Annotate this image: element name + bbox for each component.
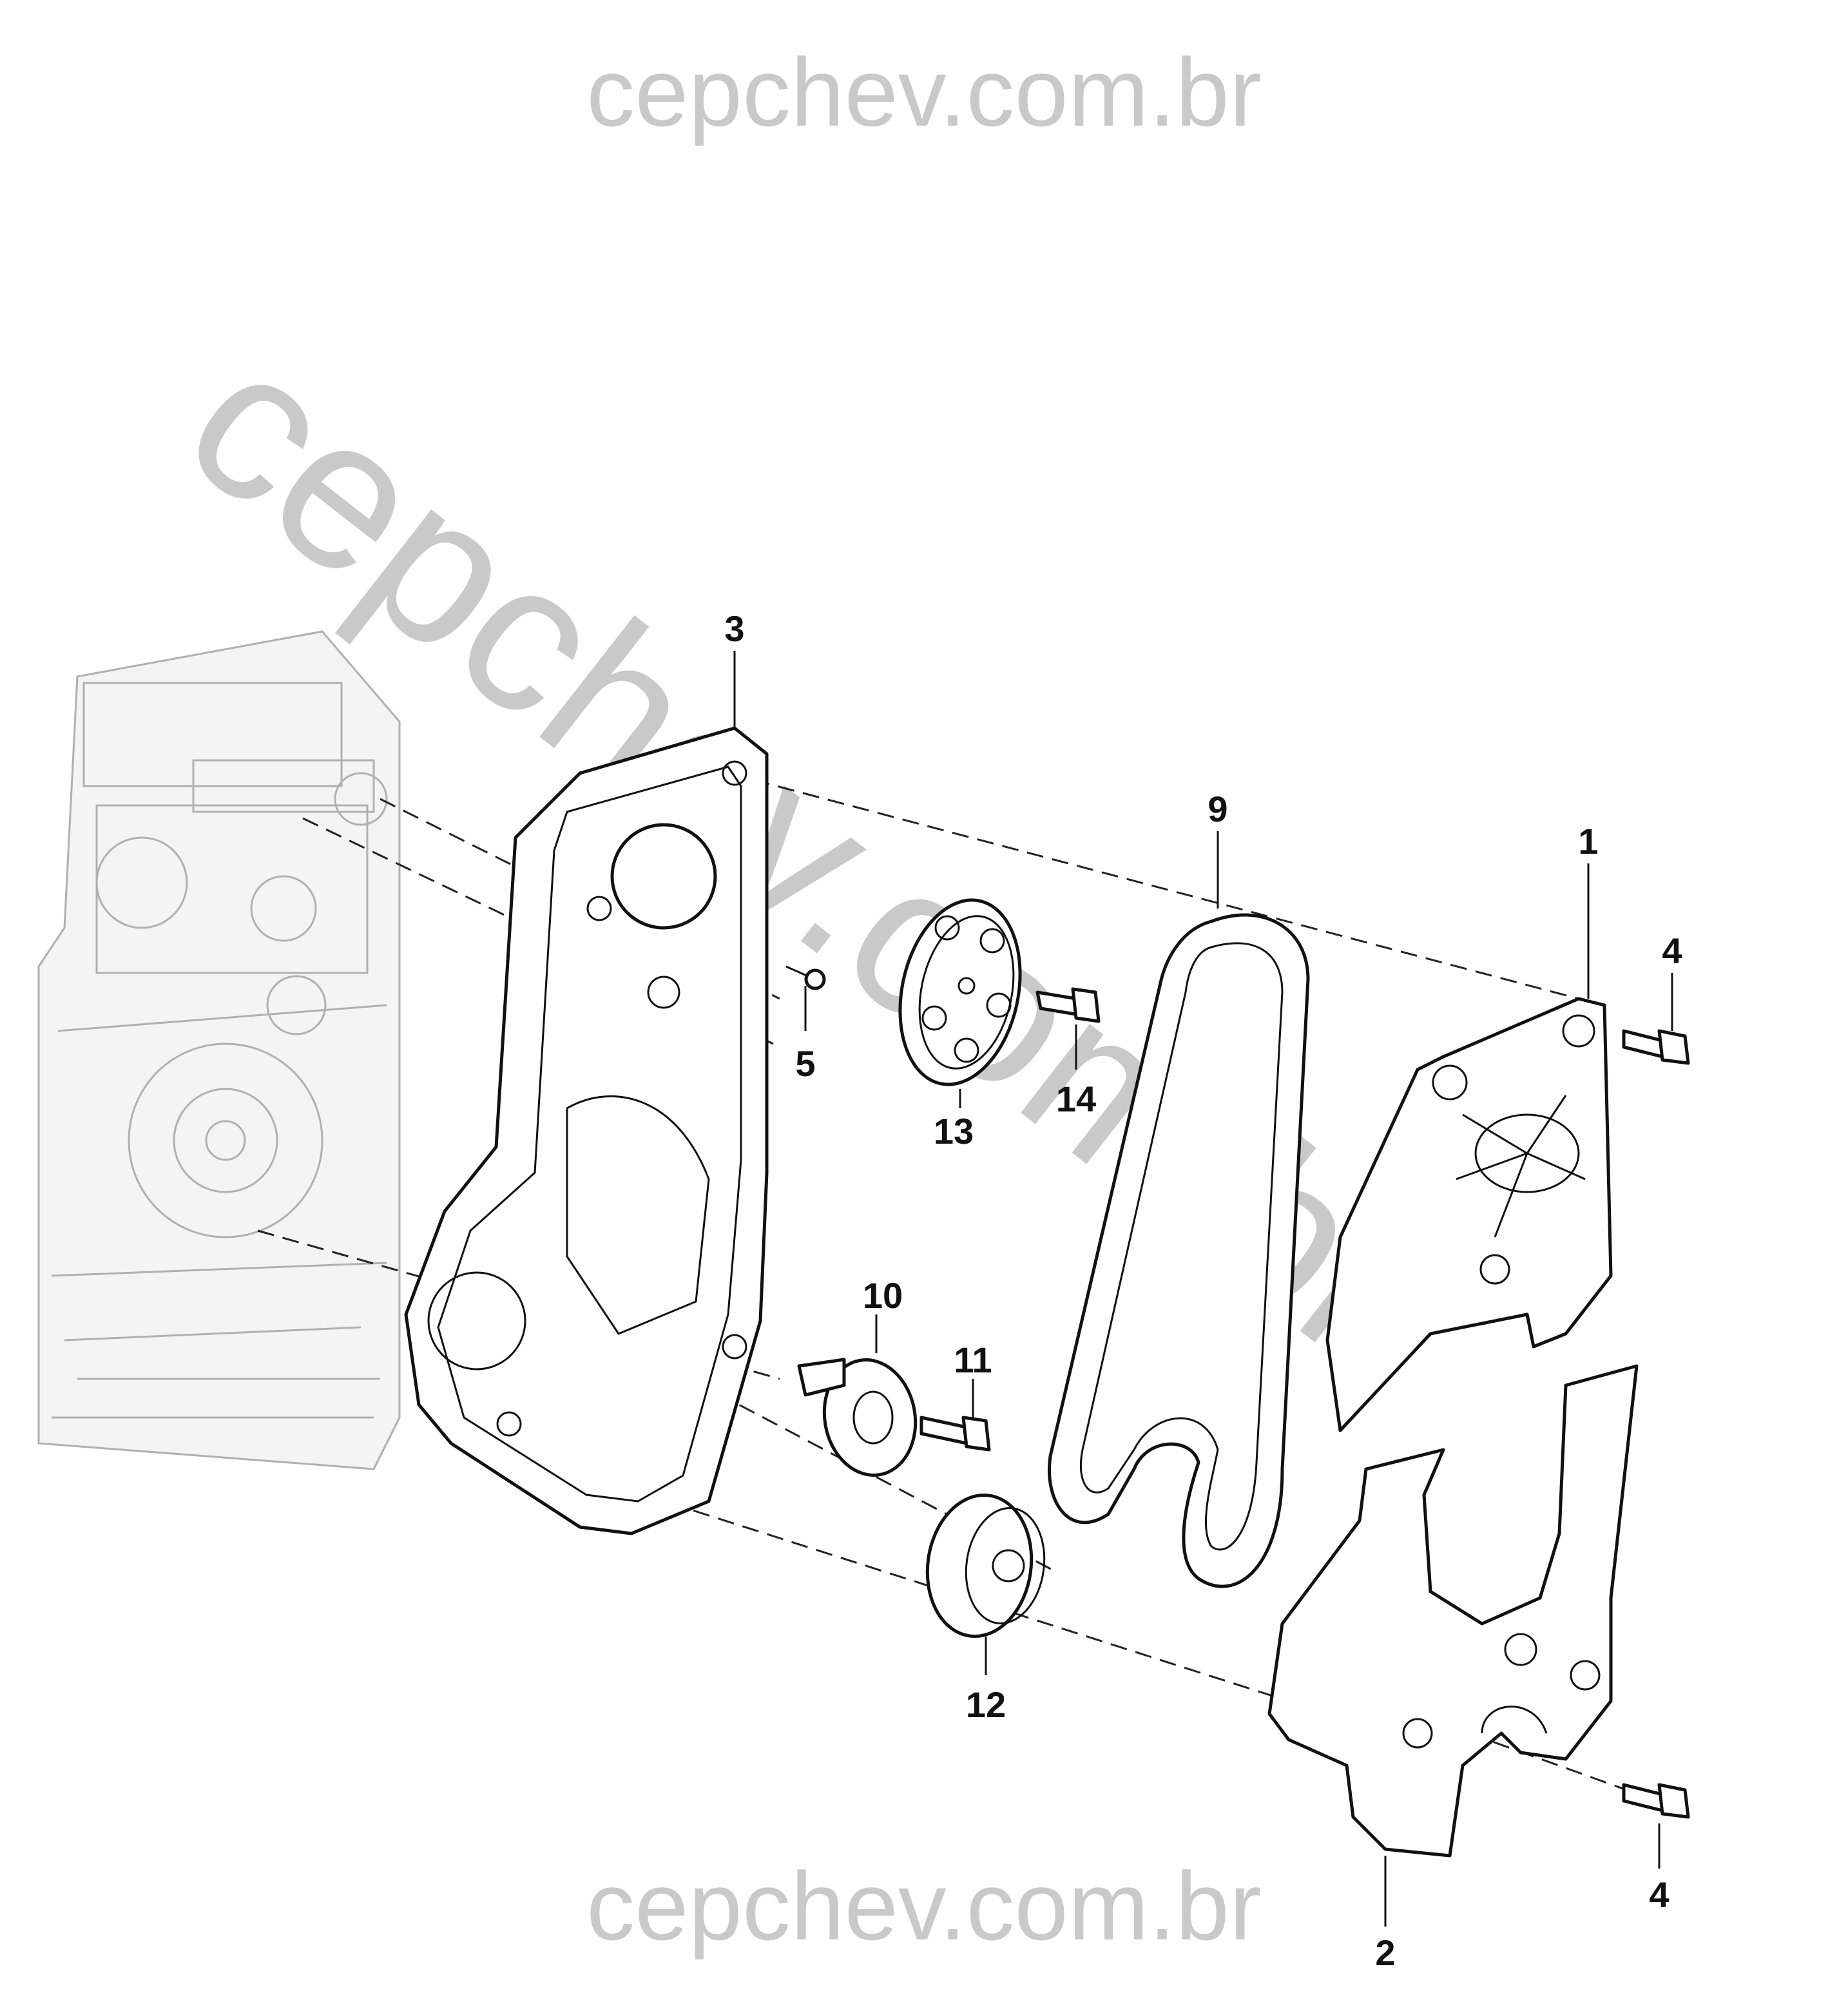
callout-1: 1: [1578, 821, 1598, 861]
callout-4-lower: 4: [1649, 1874, 1669, 1915]
camshaft-sprocket: [898, 898, 1022, 1086]
callout-3: 3: [724, 608, 744, 649]
tensioner-bolt: [919, 1416, 991, 1452]
callout-10: 10: [863, 1275, 903, 1316]
watermark-top: cepchev.com.br: [586, 38, 1262, 146]
callout-4-upper: 4: [1662, 930, 1682, 971]
watermark-bottom: cepchev.com.br: [586, 1852, 1262, 1960]
screw-5: [785, 965, 826, 990]
rear-timing-cover: [404, 726, 769, 1535]
upper-front-cover: [1325, 997, 1613, 1432]
timing-belt: [1048, 913, 1310, 1588]
callout-12: 12: [966, 1684, 1006, 1725]
callout-11: 11: [954, 1340, 992, 1380]
callout-labels: 3 9 1 4 5 14 13 10 11 12 4 2: [724, 608, 1682, 1973]
engine-block-ghost: [37, 630, 401, 1470]
sprocket-bolt: [1035, 987, 1101, 1023]
callout-2: 2: [1375, 1932, 1395, 1973]
leader-lines: [733, 651, 1673, 1927]
tensioner-pulley: [797, 1358, 918, 1477]
callout-13: 13: [934, 1111, 974, 1151]
callout-9: 9: [1208, 789, 1227, 829]
callout-5: 5: [795, 1043, 815, 1084]
lower-front-cover: [1267, 1364, 1639, 1858]
crankshaft-sprocket: [925, 1494, 1046, 1638]
bolt-lower: [1622, 1783, 1690, 1819]
bolt-upper: [1622, 1029, 1690, 1065]
callout-14: 14: [1056, 1079, 1096, 1119]
